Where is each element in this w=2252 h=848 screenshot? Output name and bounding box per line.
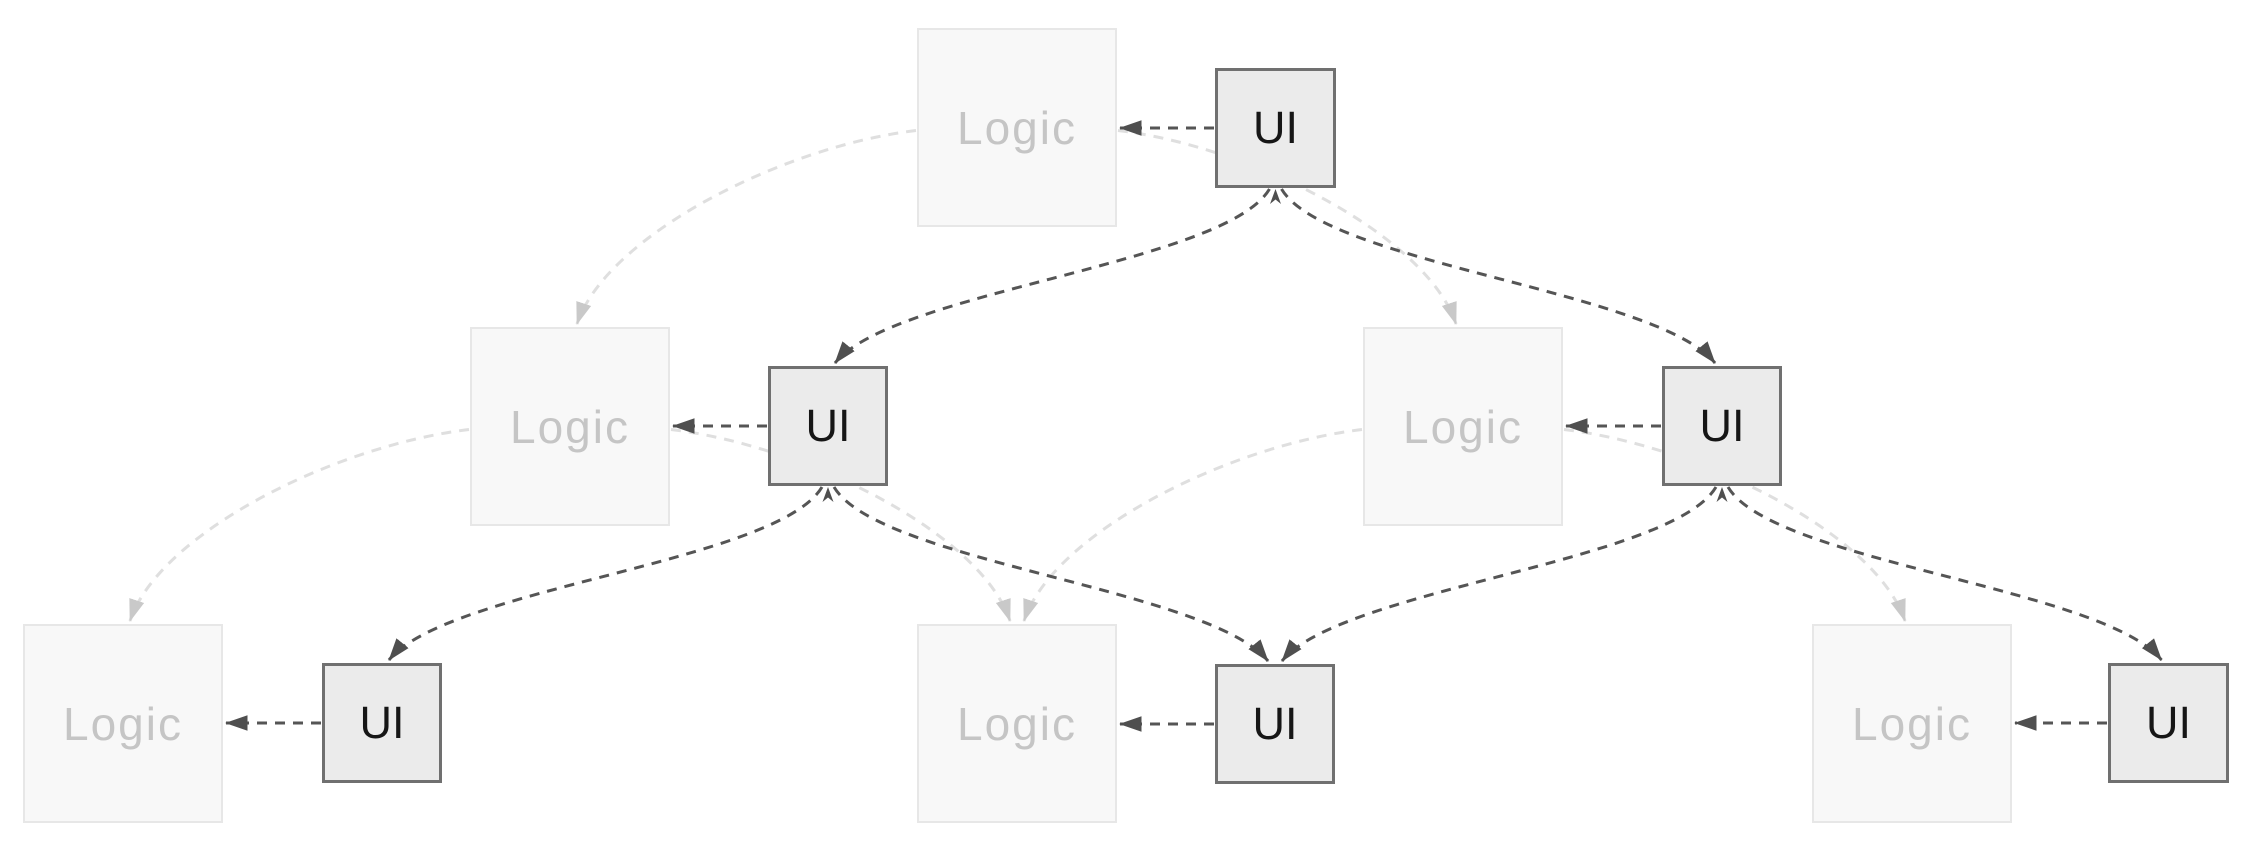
ui-bottom-left-label: UI bbox=[359, 697, 405, 748]
edge-logic-mid-right-logic-bottom-middle bbox=[1022, 428, 1363, 622]
node-logic-top: Logic bbox=[917, 28, 1117, 227]
edge-ui-mid-right-ui-bottom-middle bbox=[1280, 486, 1718, 662]
node-logic-mid-left: Logic bbox=[470, 327, 670, 526]
node-logic-bottom-right: Logic bbox=[1812, 624, 2012, 823]
edge-tail-arrow-ui-mid-left bbox=[822, 487, 834, 502]
edge-ui-top-ui-mid-left bbox=[833, 188, 1271, 364]
ui-bottom-right-label: UI bbox=[2146, 697, 2191, 748]
node-ui-bottom-left: UI bbox=[322, 663, 442, 783]
edge-ui-mid-right-ui-bottom-right bbox=[1726, 486, 2163, 661]
edge-logic-mid-right-logic-bottom-right bbox=[1563, 428, 1907, 622]
node-logic-bottom-left: Logic bbox=[23, 624, 223, 823]
edge-logic-top-logic-mid-left bbox=[575, 129, 917, 325]
logic-bottom-middle-label: Logic bbox=[957, 697, 1077, 750]
ui-mid-right-label: UI bbox=[1699, 400, 1745, 451]
ui-top-label: UI bbox=[1253, 102, 1298, 153]
logic-mid-left-label: Logic bbox=[510, 400, 630, 453]
node-ui-top: UI bbox=[1215, 68, 1336, 188]
edge-logic-mid-left-logic-bottom-middle bbox=[670, 428, 1012, 622]
ui-mid-left-label: UI bbox=[805, 400, 851, 451]
edge-logic-top-logic-mid-right bbox=[1117, 129, 1458, 325]
edge-ui-top-ui-mid-right bbox=[1280, 188, 1717, 364]
edge-tail-arrow-ui-mid-right bbox=[1716, 487, 1728, 502]
node-logic-bottom-middle: Logic bbox=[917, 624, 1117, 823]
logic-mid-right-label: Logic bbox=[1403, 400, 1523, 453]
edge-ui-mid-left-ui-bottom-left bbox=[387, 486, 824, 661]
ui-bottom-middle-label: UI bbox=[1252, 698, 1298, 749]
node-ui-mid-left: UI bbox=[768, 366, 888, 486]
logic-top-label: Logic bbox=[957, 101, 1077, 154]
edge-logic-mid-left-logic-bottom-left bbox=[128, 428, 470, 622]
logic-bottom-left-label: Logic bbox=[63, 697, 183, 750]
node-ui-bottom-middle: UI bbox=[1215, 664, 1335, 784]
logic-bottom-right-label: Logic bbox=[1852, 697, 1972, 750]
edge-ui-mid-left-ui-bottom-middle bbox=[832, 486, 1270, 662]
node-ui-bottom-right: UI bbox=[2108, 663, 2229, 783]
node-ui-mid-right: UI bbox=[1662, 366, 1782, 486]
node-logic-mid-right: Logic bbox=[1363, 327, 1563, 526]
edge-tail-arrow-ui-top bbox=[1270, 189, 1281, 204]
